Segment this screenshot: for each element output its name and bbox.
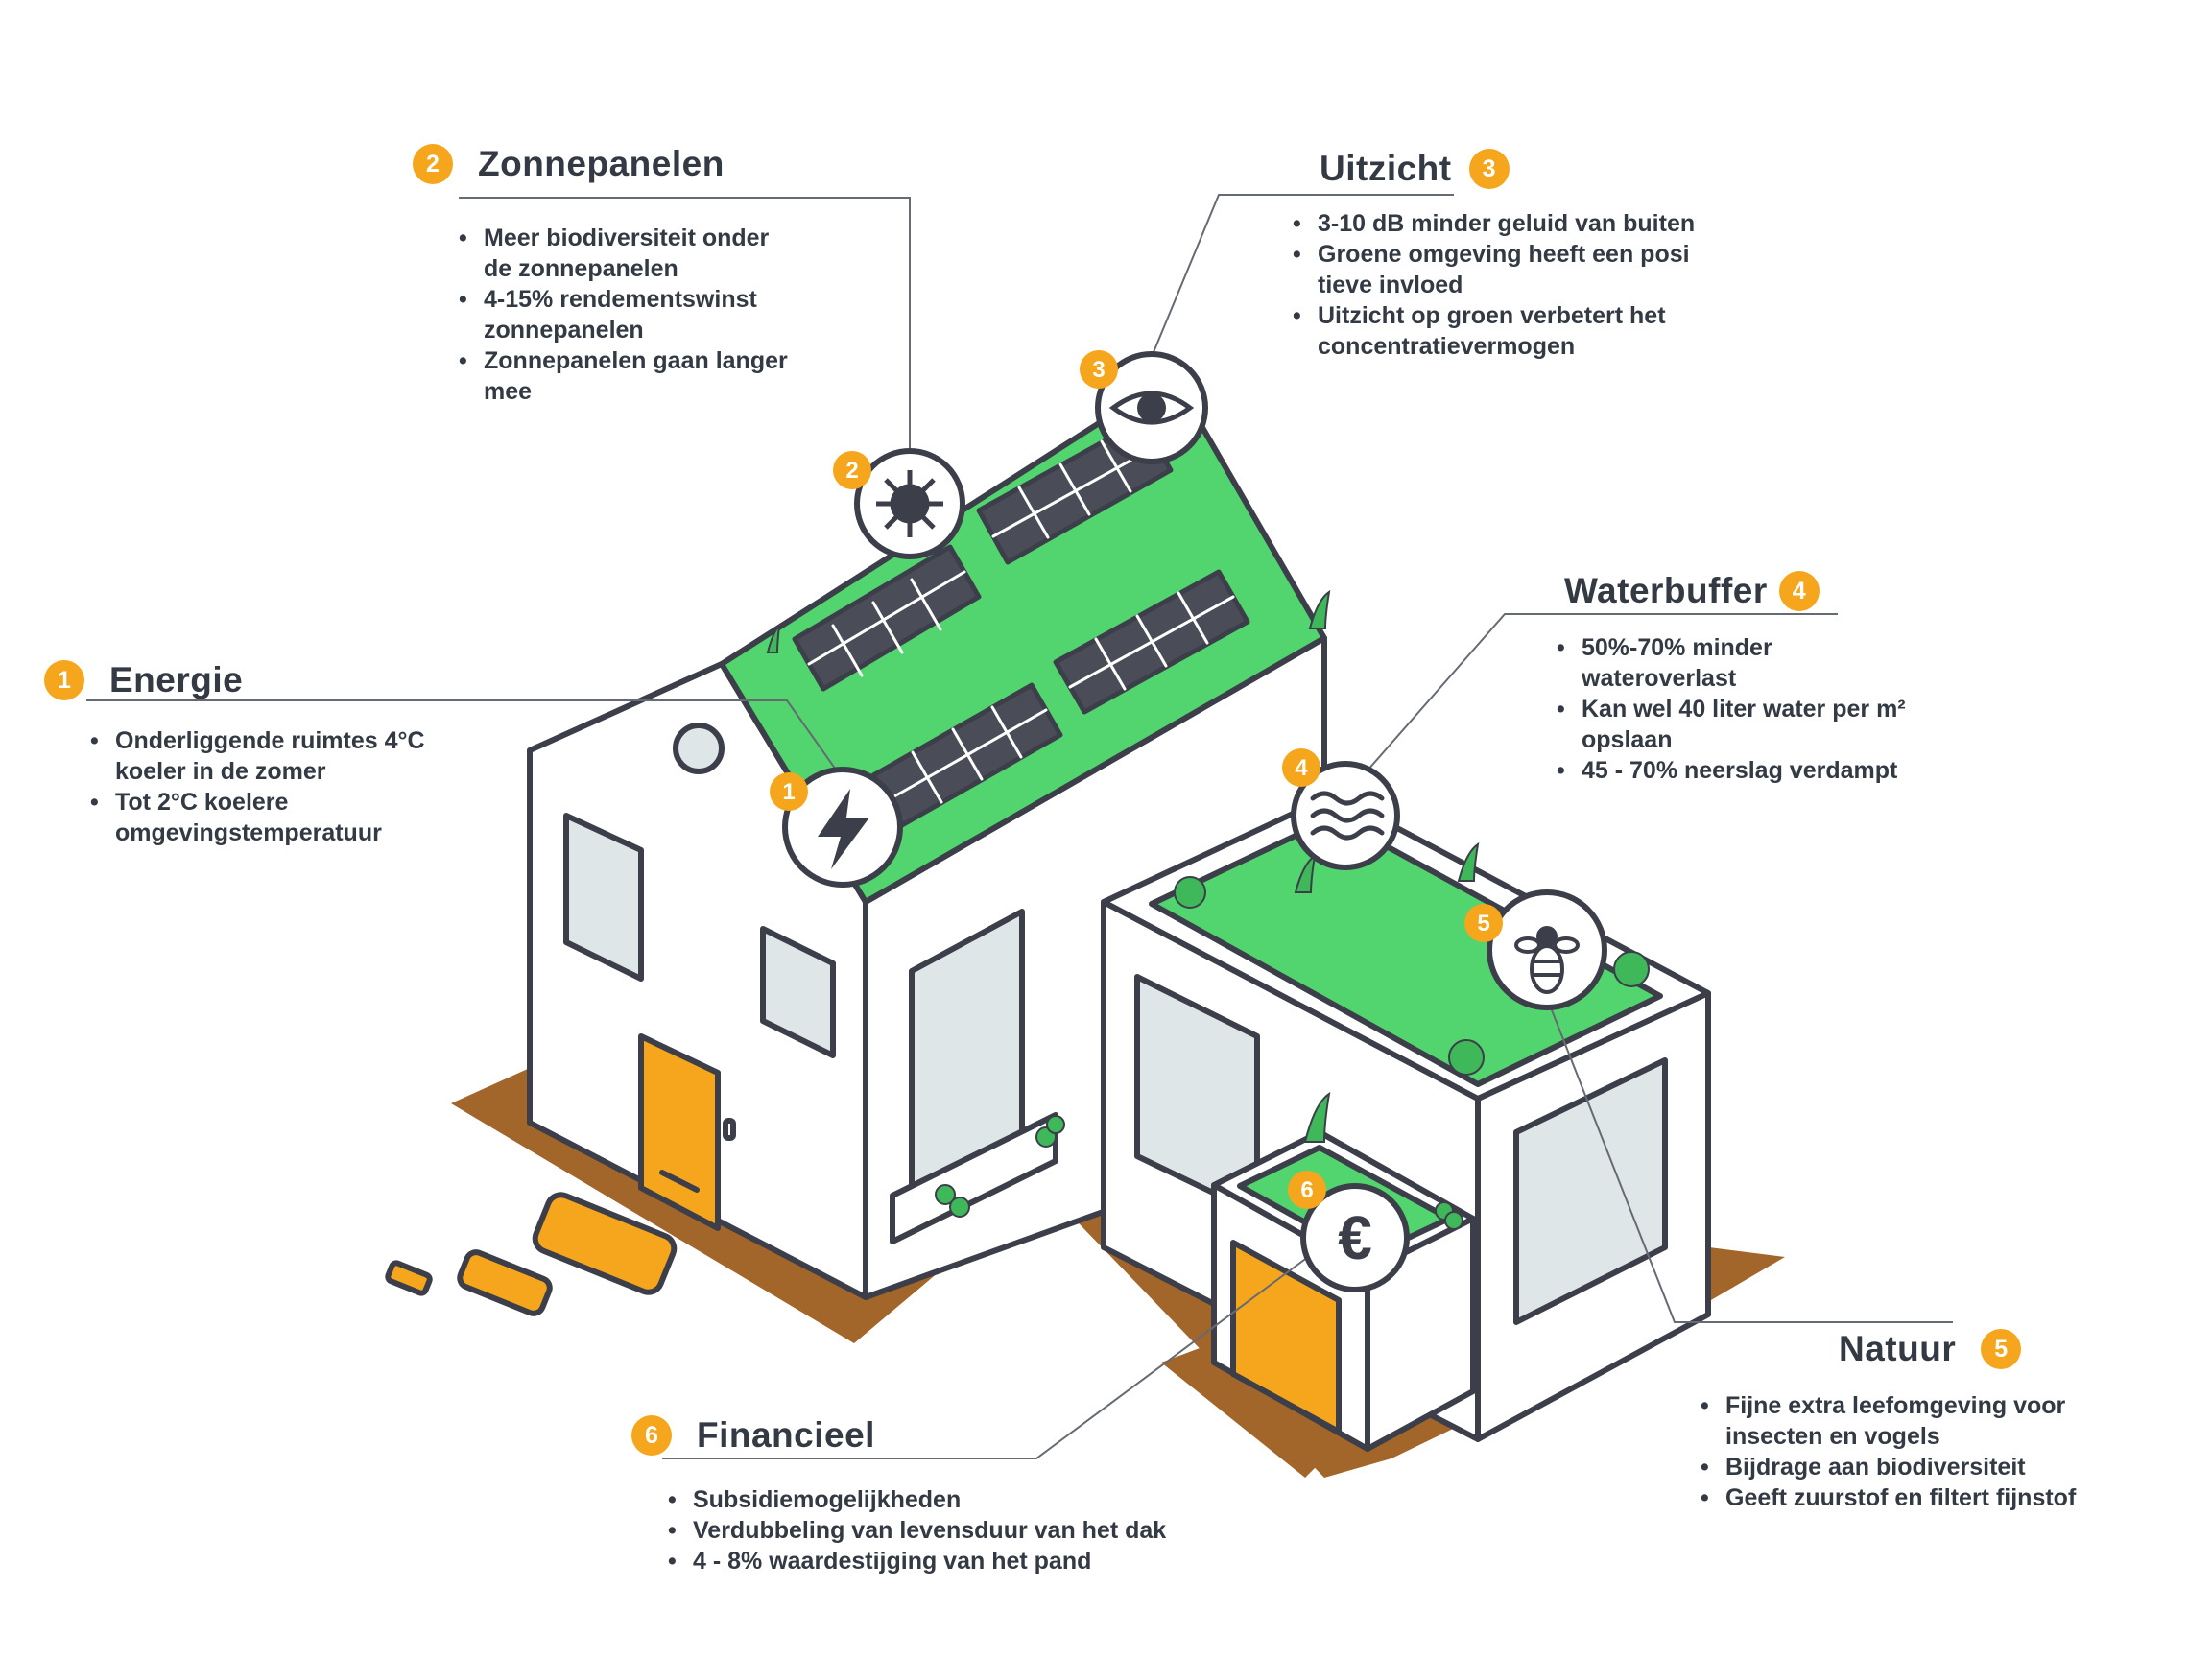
bullet-point: Verdubbeling van levensduur van het dak (666, 1515, 1207, 1546)
ground-shadow-porch (1161, 1334, 1363, 1478)
bullet-point: Kan wel 40 liter water per m² opslaan (1555, 694, 1977, 755)
bullet-point: Fijne extra leefomgeving voor insecten e… (1699, 1390, 2150, 1452)
window (1513, 1057, 1668, 1325)
door-mail-slot (659, 1170, 700, 1193)
leader-line-5 (1546, 997, 1953, 1323)
section-points: 50%-70% minder wateroverlast Kan wel 40 … (1555, 632, 1977, 786)
section-number-badge: 6 (631, 1415, 672, 1456)
bullet-point: 50%-70% minder wateroverlast (1555, 632, 1977, 694)
bullet-point: Bijdrage aan biodiversiteit (1699, 1452, 2150, 1482)
icon-badge-4: 4 (1282, 748, 1320, 787)
section-title: Zonnepanelen (478, 144, 725, 183)
front-door (638, 1033, 721, 1231)
section-points: Subsidiemogelijkheden Verdubbeling van l… (666, 1484, 1207, 1576)
section-waterbuffer: Waterbuffer 4 50%-70% minder wateroverla… (1555, 571, 1977, 786)
svg-text:6: 6 (1300, 1177, 1313, 1203)
plants (766, 589, 1650, 1230)
leader-line-2 (459, 197, 911, 451)
bullet-point: Uitzicht op groen verbetert het concentr… (1291, 300, 1790, 362)
bullet-point: Meer biodiversiteit onder de zonnepanele… (457, 223, 854, 284)
svg-text:3: 3 (1092, 357, 1105, 383)
water-icon-circle (1291, 761, 1400, 870)
bullet-point: Geeft zuurstof en filtert fijnstof (1699, 1482, 2150, 1513)
sun-icon (876, 470, 943, 537)
bee-icon (1514, 926, 1580, 994)
icon-badge-2: 2 (833, 451, 871, 489)
icon-badge-6: 6 (1288, 1171, 1326, 1209)
section-uitzicht: Uitzicht 3 3-10 dB minder geluid van bui… (1291, 149, 1790, 362)
section-number-badge: 2 (413, 144, 453, 184)
section-points: Onderliggende ruimtes 4°C koeler in de z… (88, 725, 505, 848)
bullet-point: 4-15% rendementswinst zonnepanelen (457, 284, 854, 345)
bullet-point: 4 - 8% waardestijging van het pand (666, 1546, 1207, 1576)
icon-badge-3: 3 (1080, 350, 1118, 389)
section-number-badge: 3 (1468, 149, 1510, 189)
euro-icon-circle (1300, 1183, 1410, 1292)
section-title: Uitzicht (1320, 149, 1452, 188)
section-points: Fijne extra leefomgeving voor insecten e… (1699, 1390, 2150, 1513)
bullet-point: Onderliggende ruimtes 4°C koeler in de z… (88, 725, 505, 787)
section-number-badge: 5 (1981, 1329, 2022, 1369)
leader-line-3 (1151, 194, 1454, 358)
svg-text:1: 1 (782, 779, 795, 805)
section-title: Natuur (1839, 1329, 1957, 1368)
section-points: 3-10 dB minder geluid van buiten Groene … (1291, 208, 1790, 362)
window (760, 926, 836, 1058)
bullet-point: 45 - 70% neerslag verdampt (1555, 755, 1977, 786)
stepping-stone (385, 1260, 433, 1296)
euro-icon: € (1338, 1203, 1372, 1272)
section-title: Waterbuffer (1564, 571, 1768, 610)
icon-badge-5: 5 (1464, 904, 1503, 942)
water-waves-icon (1310, 791, 1385, 841)
lightning-icon (818, 789, 869, 869)
eye-icon (1108, 391, 1195, 425)
leader-line-6 (662, 1237, 1335, 1459)
bullet-point: Groene omgeving heeft een posi tieve inv… (1291, 239, 1790, 300)
stepping-stone (532, 1192, 678, 1295)
bullet-point: 3-10 dB minder geluid van buiten (1291, 208, 1790, 239)
leader-line-4 (1352, 613, 1838, 788)
window (563, 813, 644, 982)
bullet-point: Subsidiemogelijkheden (666, 1484, 1207, 1515)
section-number-badge: 1 (44, 660, 84, 700)
porch-door (1230, 1240, 1342, 1434)
planter-box (890, 1112, 1058, 1244)
section-energie: 1 Energie Onderliggende ruimtes 4°C koel… (44, 660, 505, 848)
section-number-badge: 4 (1778, 571, 1820, 611)
icon-badge-1: 1 (770, 772, 808, 811)
solar-panel-grid (807, 439, 1235, 804)
section-title: Energie (109, 660, 244, 699)
leader-lines (86, 194, 1953, 1459)
svg-text:5: 5 (1477, 911, 1489, 936)
door-handle (723, 1118, 736, 1141)
section-financieel: 6 Financieel Subsidiemogelijkheden Verdu… (631, 1415, 1207, 1576)
annex-green-roof (1149, 815, 1663, 1087)
section-natuur: Natuur 5 Fijne extra leefomgeving voor i… (1699, 1329, 2150, 1513)
bullet-point: Tot 2°C koelere omgevingstemperatuur (88, 787, 505, 848)
bullet-point: Zonnepanelen gaan langer mee (457, 345, 854, 407)
svg-text:4: 4 (1295, 755, 1308, 781)
round-attic-window (673, 723, 725, 774)
leader-line-1 (86, 699, 844, 780)
svg-text:2: 2 (845, 458, 858, 484)
section-title: Financieel (697, 1415, 875, 1455)
section-zonnepanelen: 2 Zonnepanelen Meer biodiversiteit onder… (413, 144, 854, 407)
stepping-stone (457, 1249, 553, 1316)
section-points: Meer biodiversiteit onder de zonnepanele… (457, 223, 854, 407)
